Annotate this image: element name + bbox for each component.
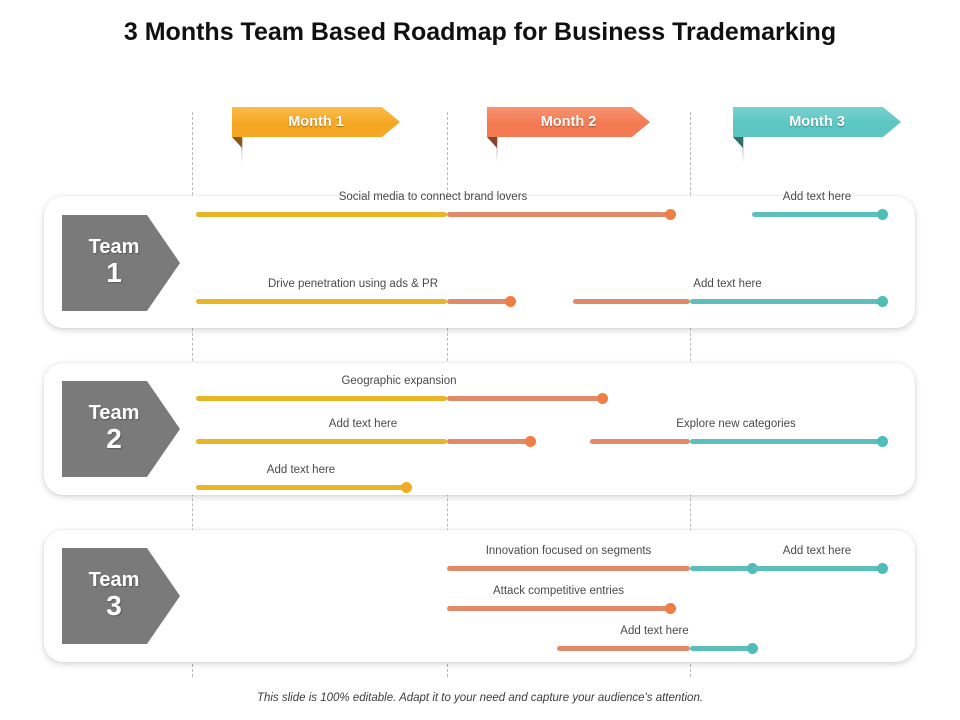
team-card-2: [44, 363, 915, 495]
bar-end-dot[interactable]: [505, 296, 516, 307]
bar-segment-second[interactable]: [690, 299, 882, 304]
bar-segment-first[interactable]: [573, 299, 690, 304]
bar-end-dot[interactable]: [877, 563, 888, 574]
bar-segment-second[interactable]: [690, 566, 752, 571]
bar-segment-second[interactable]: [690, 439, 882, 444]
team-badge-number: 1: [106, 256, 122, 288]
bar-end-dot[interactable]: [877, 209, 888, 220]
bar-label: Add text here: [693, 278, 762, 290]
slide-footer-note: This slide is 100% editable. Adapt it to…: [256, 692, 704, 704]
team-card-3: [44, 530, 915, 662]
bar-segment-first[interactable]: [196, 396, 447, 401]
banner-tail-shadow: [241, 137, 243, 164]
team-badge-number: 2: [106, 422, 122, 454]
bar-segment-first[interactable]: [557, 646, 690, 651]
bar-label: Explore new categories: [676, 418, 796, 430]
bar-segment-first[interactable]: [196, 439, 447, 444]
banner-fold-icon: [733, 137, 743, 148]
bar-end-dot[interactable]: [665, 209, 676, 220]
page-title: 3 Months Team Based Roadmap for Business…: [123, 18, 837, 46]
bar-label: Add text here: [782, 191, 852, 203]
bar-end-dot[interactable]: [525, 436, 536, 447]
bar-segment-first[interactable]: [196, 299, 447, 304]
bar-label: Social media to connect brand lovers: [338, 191, 528, 203]
bar-segment-first[interactable]: [196, 212, 447, 217]
bar-end-dot[interactable]: [665, 603, 676, 614]
month-banner-label-1: Month 1: [232, 107, 400, 137]
team-badge-word: Team: [88, 235, 140, 258]
bar-end-dot[interactable]: [877, 436, 888, 447]
bar-segment[interactable]: [196, 485, 406, 490]
bar-segment-first[interactable]: [447, 566, 690, 571]
bar-segment-second[interactable]: [690, 646, 752, 651]
month-banner-label-2: Month 2: [487, 107, 650, 137]
banner-tail-shadow: [742, 137, 744, 164]
bar-label: Attack competitive entries: [492, 585, 625, 597]
bar-label: Innovation focused on segments: [485, 545, 652, 557]
bar-segment-second[interactable]: [447, 439, 530, 444]
bar-end-dot[interactable]: [747, 643, 758, 654]
banner-tail-shadow: [496, 137, 498, 164]
team-badge-number: 3: [106, 589, 122, 621]
bar-segment-first[interactable]: [590, 439, 690, 444]
team-card-1: [44, 196, 915, 328]
banner-fold-icon: [232, 137, 242, 148]
team-badge-word: Team: [88, 401, 140, 424]
bar-segment[interactable]: [752, 566, 882, 571]
bar-label: Add text here: [782, 545, 852, 557]
bar-segment[interactable]: [447, 606, 670, 611]
bar-end-dot[interactable]: [401, 482, 412, 493]
bar-end-dot[interactable]: [597, 393, 608, 404]
month-banner-label-3: Month 3: [733, 107, 901, 137]
bar-label: Geographic expansion: [341, 375, 457, 387]
bar-end-dot[interactable]: [877, 296, 888, 307]
bar-segment-second[interactable]: [447, 212, 670, 217]
bar-label: Add text here: [620, 625, 689, 637]
banner-fold-icon: [487, 137, 497, 148]
bar-segment-second[interactable]: [447, 396, 602, 401]
bar-label: Drive penetration using ads & PR: [267, 278, 439, 290]
bar-label: Add text here: [328, 418, 398, 430]
bar-label: Add text here: [266, 464, 336, 476]
bar-segment-second[interactable]: [447, 299, 510, 304]
team-badge-word: Team: [88, 568, 140, 591]
bar-segment[interactable]: [752, 212, 882, 217]
